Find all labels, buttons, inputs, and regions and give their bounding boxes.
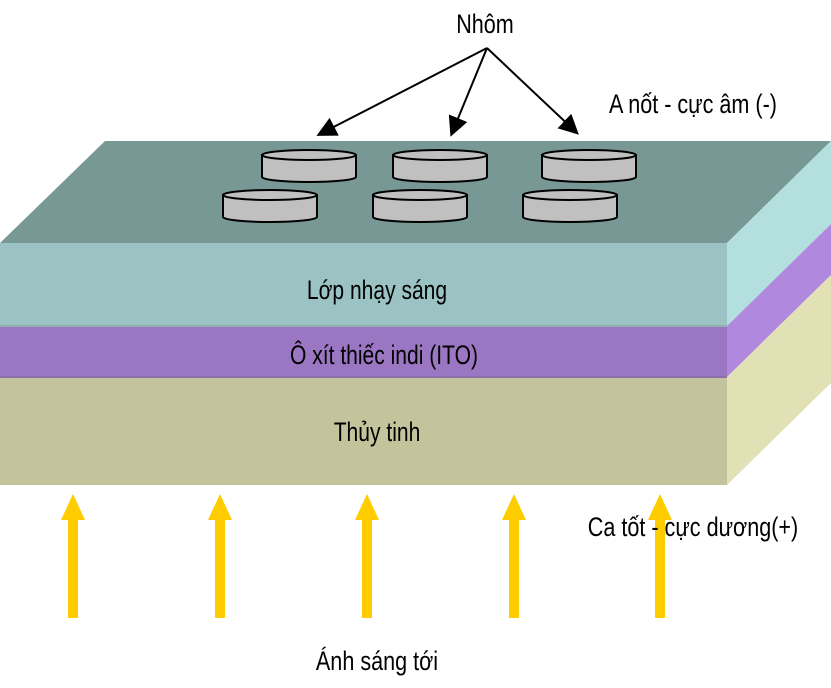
light-arrow xyxy=(502,494,526,618)
cathode-label: Ca tốt - cực dương(+) xyxy=(588,513,798,543)
light-arrow xyxy=(355,494,379,618)
aluminum-electrode xyxy=(392,149,488,183)
pointer-arrow xyxy=(448,47,488,137)
light-arrow xyxy=(648,494,672,618)
pointer-arrow xyxy=(316,47,488,136)
aluminum-electrode xyxy=(261,149,357,183)
ito-layer-front xyxy=(0,326,727,377)
photoactive-layer-side xyxy=(727,141,831,326)
glass-layer-side xyxy=(727,275,831,485)
aluminum-electrode xyxy=(222,189,318,223)
aluminum-electrode xyxy=(522,189,618,223)
ito-layer-label: Ô xít thiếc indi (ITO) xyxy=(290,339,478,370)
photoactive-layer-front xyxy=(0,243,727,326)
glass-layer-front xyxy=(0,377,727,485)
light-arrow xyxy=(208,494,232,618)
incident-light-arrows xyxy=(61,494,672,618)
photoactive-layer-label: Lớp nhạy sáng xyxy=(307,276,447,306)
aluminum-electrode xyxy=(372,189,468,223)
glass-layer-label: Thủy tinh xyxy=(334,418,421,448)
pointer-arrow xyxy=(486,47,579,135)
incident-light-label: Ánh sáng tới xyxy=(316,647,438,677)
light-arrow xyxy=(61,494,85,618)
aluminum-electrode xyxy=(541,149,637,183)
aluminum-label: Nhôm xyxy=(456,10,514,40)
ito-layer-side xyxy=(727,224,831,377)
aluminum-electrodes xyxy=(222,149,637,223)
anode-label: A nốt - cực âm (-) xyxy=(609,90,777,120)
